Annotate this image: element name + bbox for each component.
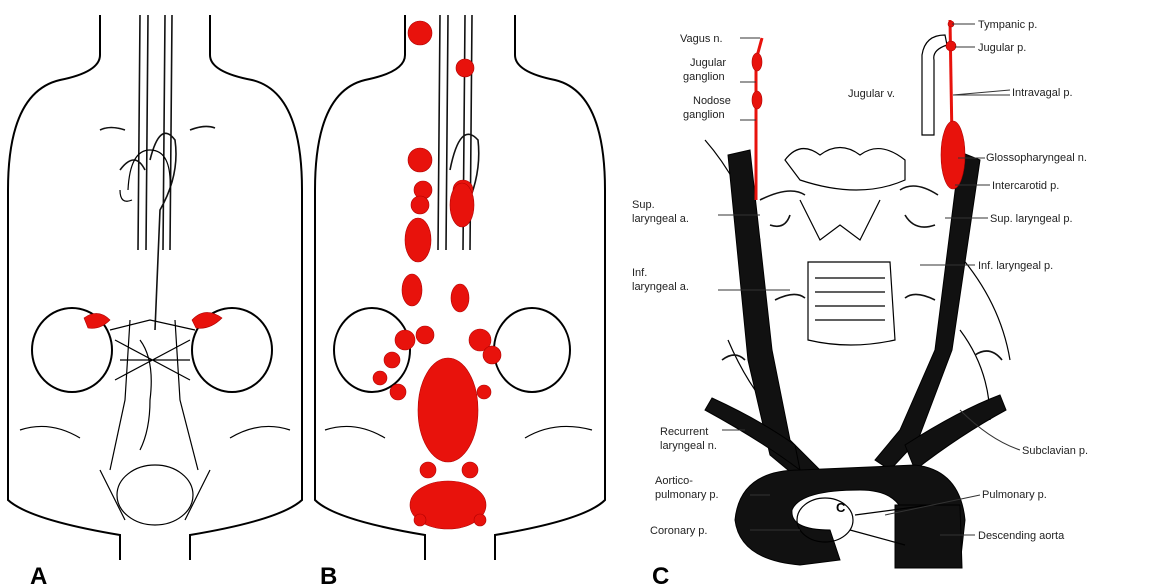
panel-c-letter: C bbox=[652, 563, 669, 588]
panel-c-glossopharyngeal-mass bbox=[941, 121, 965, 189]
label-recurrent-laryngeal-n: laryngeal n. bbox=[660, 440, 717, 452]
label-sup-laryngeal-p: Sup. laryngeal p. bbox=[990, 213, 1073, 225]
panel-c-nodose-ganglion bbox=[752, 91, 762, 109]
panel-a-aortic-arch bbox=[120, 150, 170, 201]
label-sup-laryngeal-a: laryngeal a. bbox=[632, 213, 689, 225]
label-pulmonary-p: Pulmonary p. bbox=[982, 489, 1047, 501]
panel-c-inner-letter: C bbox=[836, 500, 846, 515]
label-aortico-pulmonary-p: pulmonary p. bbox=[655, 489, 719, 501]
panel-b-right-kidney bbox=[494, 308, 570, 392]
panel-c-jugular-ganglion bbox=[752, 53, 762, 71]
label-subclavian-p: Subclavian p. bbox=[1022, 445, 1088, 457]
panel-a-right-adrenal bbox=[192, 312, 222, 328]
label-coronary-p: Coronary p. bbox=[650, 525, 707, 537]
panel-c-descending-aorta bbox=[895, 505, 962, 568]
panel-c-jugular-p bbox=[946, 41, 956, 51]
label-vagus-n: Vagus n. bbox=[680, 33, 723, 45]
label-inf-laryngeal-a: laryngeal a. bbox=[632, 281, 689, 293]
label-descending-aorta: Descending aorta bbox=[978, 530, 1065, 542]
panel-b: B bbox=[315, 15, 605, 588]
label-glossopharyngeal-n: Glossopharyngeal n. bbox=[986, 152, 1087, 164]
label-inf-laryngeal-p: Inf. laryngeal p. bbox=[978, 260, 1053, 272]
label-ganglion-1: ganglion bbox=[683, 71, 725, 83]
panel-b-paraganglia bbox=[373, 21, 501, 529]
label-jugular: Jugular bbox=[690, 57, 726, 69]
panel-a-vessels bbox=[100, 15, 215, 330]
label-aortico: Aortico- bbox=[655, 475, 693, 487]
label-jugular-v: Jugular v. bbox=[848, 88, 895, 100]
panel-c-jugular-vein bbox=[922, 35, 947, 135]
label-jugular-p: Jugular p. bbox=[978, 42, 1026, 54]
label-tympanic-p: Tympanic p. bbox=[978, 19, 1037, 31]
panel-b-left-kidney bbox=[334, 308, 410, 392]
panel-a-body-outline bbox=[8, 15, 302, 560]
panel-a-bladder bbox=[117, 465, 193, 525]
panel-a-central-vessels bbox=[110, 320, 198, 470]
panel-c-trachea-rings bbox=[815, 278, 885, 320]
panel-a: A bbox=[8, 15, 302, 588]
panel-a-letter: A bbox=[30, 563, 47, 588]
label-intercarotid-p: Intercarotid p. bbox=[992, 180, 1059, 192]
panel-b-letter: B bbox=[320, 563, 337, 588]
label-recurrent: Recurrent bbox=[660, 426, 708, 438]
panel-c-larynx bbox=[785, 148, 905, 346]
label-intravagal-p: Intravagal p. bbox=[1012, 87, 1073, 99]
label-sup: Sup. bbox=[632, 199, 655, 211]
panel-c: Vagus n. Jugular ganglion Nodose ganglio… bbox=[632, 19, 1088, 588]
panel-a-pelvis bbox=[20, 426, 290, 520]
label-nodose: Nodose bbox=[693, 95, 731, 107]
label-inf: Inf. bbox=[632, 267, 647, 279]
label-ganglion-2: ganglion bbox=[683, 109, 725, 121]
